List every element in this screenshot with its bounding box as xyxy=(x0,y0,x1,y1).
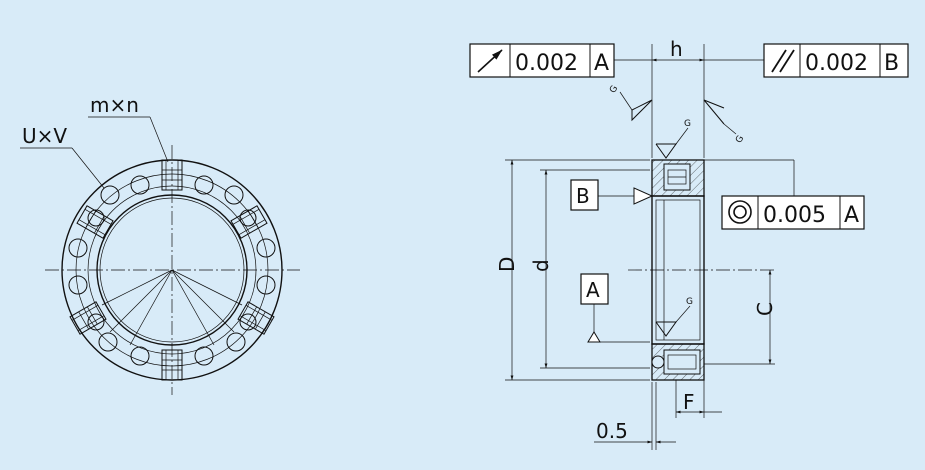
bolt-hole xyxy=(194,346,214,366)
leader-holes-slant xyxy=(71,147,105,189)
label-screws: m×n xyxy=(90,93,139,117)
dim-F: F xyxy=(683,390,695,414)
fcf-runout-datum: A xyxy=(594,51,609,76)
bolt-hole xyxy=(194,175,214,195)
screw-block-ur xyxy=(230,205,268,239)
bolt-hole xyxy=(224,185,244,205)
bolt-hole xyxy=(256,238,276,258)
bolt-holes xyxy=(68,175,276,366)
finish-mark-right: G xyxy=(703,99,746,145)
front-center-r6 xyxy=(171,269,243,306)
fcf-concentricity-datum: A xyxy=(844,203,859,228)
dim-h: h xyxy=(670,37,683,61)
finish-mark-left: G xyxy=(608,84,653,122)
dim-C: C xyxy=(753,302,777,316)
svg-text:G: G xyxy=(686,297,693,307)
screw-block-lr xyxy=(237,301,275,335)
fcf-parallelism: 0.002 B xyxy=(763,43,909,78)
fcf-parallelism-value: 0.002 xyxy=(805,51,868,76)
screw-bottom-section xyxy=(651,349,701,375)
bolt-hole xyxy=(256,275,276,295)
bolt-hole xyxy=(87,313,105,331)
screw-block-ll xyxy=(69,301,107,335)
screw-block-bottom xyxy=(161,349,183,381)
dim-D: D xyxy=(495,257,519,272)
dim-gap: 0.5 xyxy=(596,419,628,443)
bolt-hole xyxy=(68,238,88,258)
bolt-hole xyxy=(87,209,105,227)
front-center-r4 xyxy=(171,269,215,346)
bolt-hole xyxy=(98,332,118,352)
finish-mark-top: G xyxy=(655,119,691,159)
front-center-r5 xyxy=(101,269,173,306)
screw-top-section xyxy=(663,163,691,191)
leader-screws-slant xyxy=(149,116,169,163)
bolt-hole xyxy=(130,346,150,366)
label-holes: U×V xyxy=(22,124,67,148)
fcf-concentricity: 0.005 A xyxy=(704,159,865,230)
svg-text:B: B xyxy=(576,184,590,208)
fcf-concentricity-value: 0.005 xyxy=(763,203,826,228)
datum-a: A xyxy=(580,273,650,343)
bolt-hole xyxy=(100,185,120,205)
dim-d: d xyxy=(529,259,553,272)
screw-block-top xyxy=(161,159,183,191)
parallelism-icon xyxy=(771,49,795,73)
fcf-runout-value: 0.002 xyxy=(515,51,578,76)
svg-text:A: A xyxy=(586,278,600,302)
front-view: U×V m×n xyxy=(20,93,300,395)
finish-mark-bore: G xyxy=(655,297,693,337)
side-view: h 0.002 A 0.002 B xyxy=(469,37,909,450)
fcf-runout: 0.002 A xyxy=(469,43,615,78)
bolt-hole xyxy=(239,313,257,331)
svg-text:G: G xyxy=(734,134,746,145)
bolt-hole xyxy=(130,175,150,195)
runout-arrow-icon xyxy=(477,49,503,73)
svg-text:G: G xyxy=(608,84,620,95)
fcf-parallelism-datum: B xyxy=(884,51,899,76)
screw-blocks xyxy=(69,159,275,381)
svg-text:G: G xyxy=(684,119,691,129)
front-center-r2 xyxy=(171,269,235,333)
bolt-hole xyxy=(68,275,88,295)
screw-block-ul xyxy=(76,205,114,239)
bolt-hole xyxy=(226,332,246,352)
bolt-hole xyxy=(239,209,257,227)
front-center-r3 xyxy=(129,269,173,346)
concentricity-icon xyxy=(728,200,752,224)
front-center-r1 xyxy=(109,269,173,333)
datum-b: B xyxy=(570,179,654,211)
